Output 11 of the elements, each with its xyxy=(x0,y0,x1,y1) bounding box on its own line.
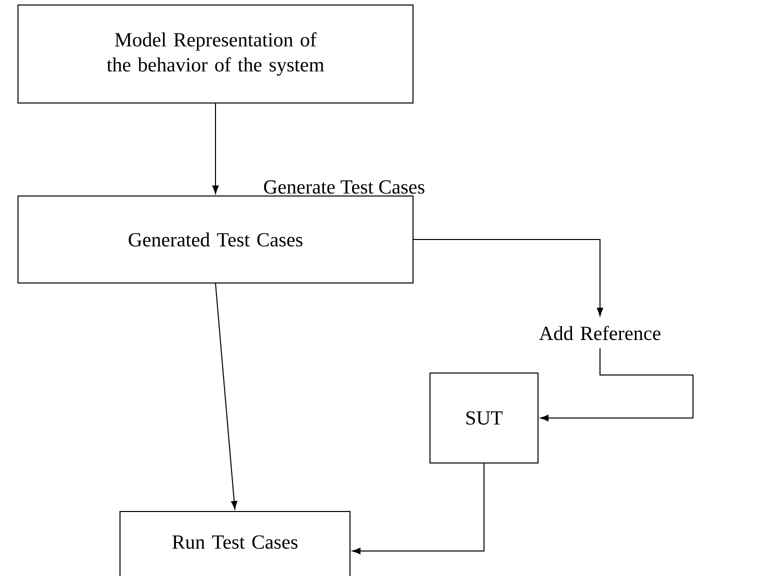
process-box: Generated Test Cases xyxy=(18,196,414,284)
arrow xyxy=(413,239,604,316)
edge-label: Generate Test Cases xyxy=(262,179,426,195)
step-label: Add Reference xyxy=(539,326,660,340)
arrow xyxy=(215,283,238,510)
arrow xyxy=(540,348,694,422)
arrow xyxy=(212,103,219,194)
process-box: Model Representation of the behavior of the system xyxy=(18,4,414,104)
process-box: Run Test Cases xyxy=(120,511,350,576)
process-box: SUT xyxy=(430,372,538,464)
arrow xyxy=(352,463,484,554)
